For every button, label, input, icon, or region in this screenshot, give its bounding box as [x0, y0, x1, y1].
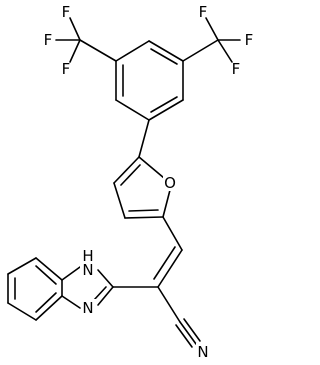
bond-ph-1 [115, 40, 150, 62]
bond-bz-2 [7, 257, 37, 275]
nh-nitrogen-label: N [82, 261, 93, 279]
bonds [7, 17, 241, 348]
bond-nitrile-c [157, 286, 181, 323]
bond-im-c2-nh [97, 269, 114, 288]
atom-labels: F F F F F F O H N N N [44, 3, 254, 361]
bond-vinyl-1 [157, 249, 183, 288]
bond-bz-1b [35, 265, 57, 285]
bond-bz-5 [35, 295, 63, 321]
fluorine-2-label: F [44, 31, 53, 49]
fluorine-6-label: F [245, 31, 254, 49]
bond-ph-furan [138, 119, 150, 158]
bond-im-c2-n [97, 286, 114, 306]
bond-im-n-c3a [61, 295, 81, 309]
bond-ph-2 [148, 40, 184, 62]
bond-bz-5b [35, 292, 57, 313]
bond-c-f5 [217, 39, 233, 63]
bond-nitrile-t2 [183, 318, 201, 342]
bond-im-nh-c7a [61, 266, 81, 281]
bond-ph-5 [115, 99, 150, 121]
bond-fu-3 [124, 216, 164, 219]
bond-fu-5 [113, 156, 140, 184]
fluorine-5-label: F [232, 60, 241, 78]
bond-vinyl-1b [153, 246, 176, 280]
bond-nitrile-t3 [175, 324, 193, 348]
bond-im-c2-n-b [93, 286, 107, 301]
bond-bz-4 [7, 302, 37, 321]
bond-ph-4 [148, 99, 184, 121]
bond-fu-4 [113, 182, 126, 219]
fluorine-1-label: F [62, 3, 71, 21]
bond-ph-4b [150, 96, 178, 113]
fluorine-4-label: F [199, 3, 208, 21]
bond-c-f3 [69, 39, 81, 63]
fluorine-3-label: F [62, 60, 71, 78]
bond-nitrile-t1 [179, 321, 197, 345]
bond-cf3-ring-left [79, 39, 117, 62]
bond-c-f1 [69, 17, 81, 41]
nitrile-n-label: N [197, 343, 208, 361]
bond-bz-1 [35, 257, 63, 281]
bond-furan-vinyl [162, 216, 183, 251]
bond-fu-5b [120, 164, 141, 186]
chemical-structure: F F F F F F O H N N N [7, 3, 254, 361]
bond-fu-1 [138, 156, 165, 179]
bond-cf3-ring-right [182, 39, 219, 62]
nh-hydrogen-label: H [82, 247, 93, 265]
bond-ph-2b [150, 48, 178, 65]
furan-oxygen-label: O [164, 174, 176, 192]
bond-fu-2 [162, 189, 171, 218]
bond-fu-3b [128, 209, 159, 212]
bond-c-f4 [205, 17, 219, 41]
imidazole-n-label: N [82, 299, 93, 317]
